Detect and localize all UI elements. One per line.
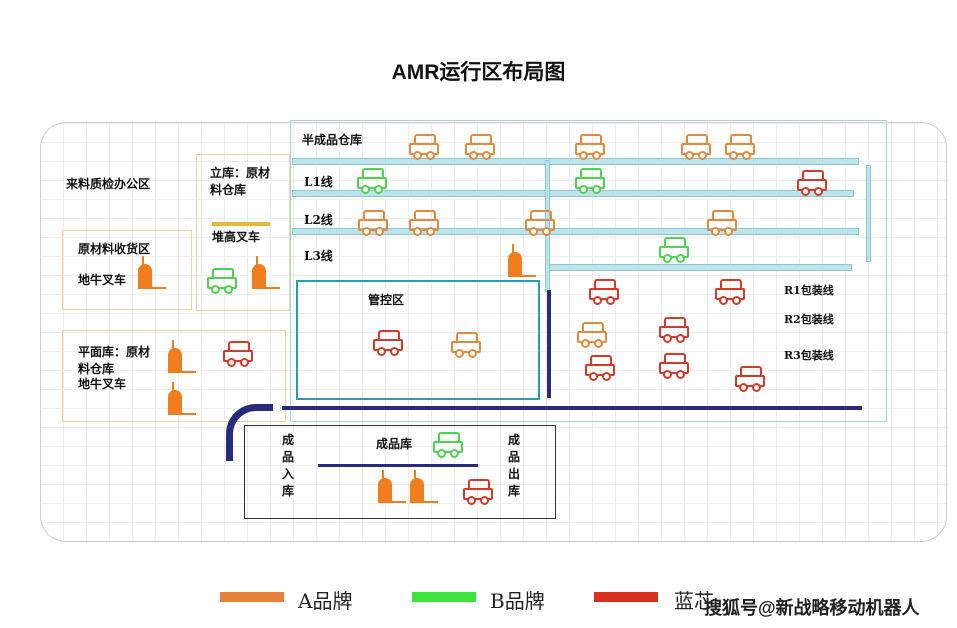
- forklift-icon: [166, 382, 196, 418]
- flat-store-zone: [62, 330, 286, 422]
- amr-robot-icon: [409, 134, 439, 160]
- label-stacker: 堆高叉车: [212, 230, 261, 244]
- amr-robot-icon: [797, 170, 827, 196]
- forklift-icon: [506, 244, 536, 280]
- amr-robot-icon: [465, 134, 495, 160]
- legend-label-a: A品牌: [298, 589, 353, 613]
- legend-swatch-c: [594, 592, 658, 602]
- amr-robot-icon: [575, 134, 605, 160]
- amr-robot-icon: [659, 317, 689, 343]
- amr-robot-icon: [223, 341, 253, 367]
- forklift-icon: [250, 256, 280, 292]
- turn-arrow-icon: [226, 404, 273, 461]
- finished-route: [318, 464, 478, 467]
- amr-robot-icon: [525, 210, 555, 236]
- label-qc-office: 来料质检办公区: [66, 177, 151, 191]
- label-l2: L2线: [304, 213, 333, 227]
- label-l3: L3线: [304, 249, 333, 263]
- label-l1: L1线: [304, 175, 333, 189]
- conveyor-l1: [292, 190, 854, 197]
- semi-finished-area: [290, 120, 887, 422]
- forklift-icon: [166, 340, 196, 376]
- amr-robot-icon: [707, 210, 737, 236]
- amr-robot-icon: [659, 237, 689, 263]
- conveyor-l3: [545, 264, 852, 271]
- vertical-store-zone: [196, 154, 290, 311]
- forklift-icon: [376, 470, 406, 506]
- amr-robot-icon: [357, 168, 387, 194]
- amr-robot-icon: [409, 210, 439, 236]
- legend-swatch-b: [412, 592, 476, 602]
- conveyor-right: [866, 165, 871, 262]
- label-control: 管控区: [368, 293, 405, 307]
- amr-robot-icon: [433, 432, 463, 458]
- label-pallet-truck-2: 地牛叉车: [78, 377, 127, 391]
- finished-store-zone: [244, 425, 556, 519]
- forklift-icon: [136, 256, 166, 292]
- amr-robot-icon: [577, 322, 607, 348]
- amr-robot-icon: [451, 332, 481, 358]
- legend-label-b: B品牌: [490, 589, 545, 613]
- label-receiving: 原材料收货区: [78, 242, 151, 256]
- watermark: 搜狐号@新战略移动机器人: [704, 598, 920, 618]
- amr-robot-icon: [681, 134, 711, 160]
- label-finished-store: 成品库: [376, 437, 413, 451]
- main-route: [282, 406, 862, 410]
- amr-robot-icon: [463, 479, 493, 505]
- label-pallet-truck-1: 地牛叉车: [78, 273, 127, 287]
- label-flat-store: 平面库：原材料仓库: [78, 345, 151, 376]
- conveyor-semi: [292, 158, 859, 165]
- legend-label-c: 蓝芯: [674, 589, 714, 613]
- label-finished-in: 成品入库: [282, 433, 295, 498]
- amr-robot-icon: [715, 279, 745, 305]
- amr-robot-icon: [589, 279, 619, 305]
- label-r3: R3包装线: [784, 349, 834, 362]
- label-r1: R1包装线: [784, 284, 834, 297]
- forklift-icon: [408, 470, 438, 506]
- vertical-route: [547, 290, 551, 398]
- legend-swatch-a: [220, 592, 284, 602]
- amr-robot-icon: [373, 330, 403, 356]
- amr-robot-icon: [735, 366, 765, 392]
- receiving-zone: [62, 230, 192, 310]
- label-r2: R2包装线: [784, 313, 834, 326]
- amr-robot-icon: [659, 353, 689, 379]
- control-zone: [296, 280, 540, 400]
- amr-robot-icon: [207, 268, 237, 294]
- amr-robot-icon: [575, 168, 605, 194]
- amr-robot-icon: [358, 210, 388, 236]
- stacker-arrow-icon: [212, 222, 270, 226]
- label-semi-finished: 半成品仓库: [302, 133, 363, 147]
- conveyor-l2: [292, 228, 859, 235]
- label-vertical-store: 立库：原材料仓库: [210, 166, 271, 197]
- amr-robot-icon: [585, 355, 615, 381]
- amr-robot-icon: [725, 134, 755, 160]
- diagram-title: AMR运行区布局图: [391, 61, 566, 84]
- label-finished-out: 成品出库: [508, 433, 521, 498]
